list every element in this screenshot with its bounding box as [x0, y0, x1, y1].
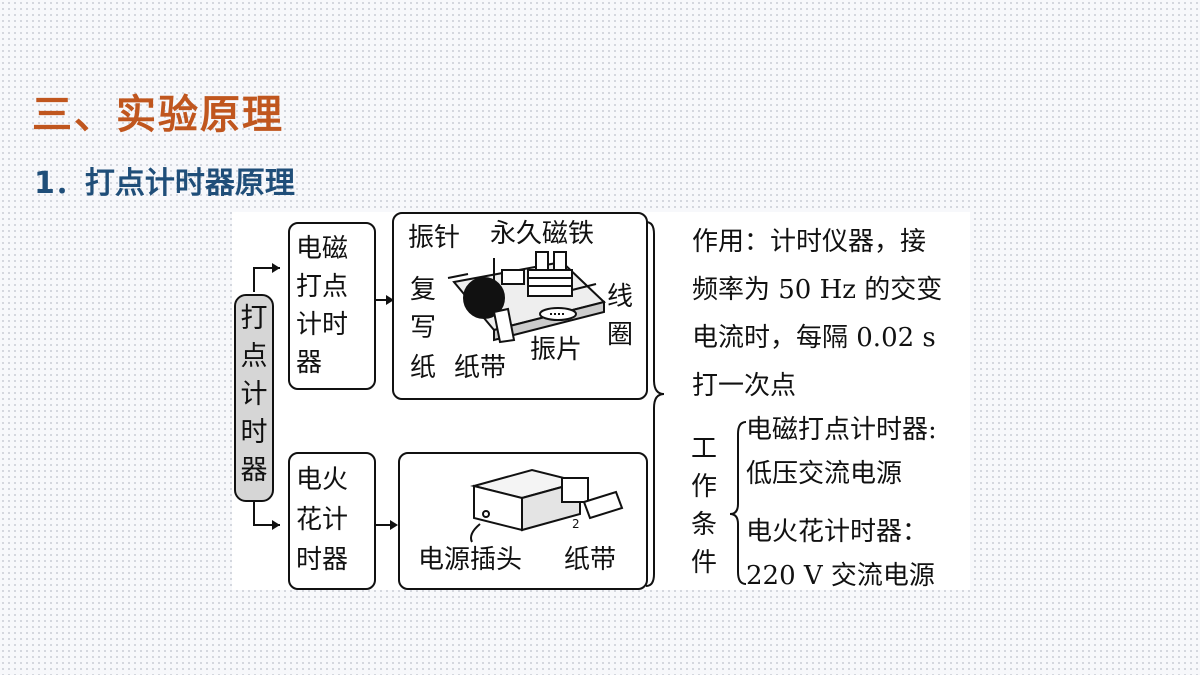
root-node-box [234, 294, 274, 502]
section-heading: 三、实验原理 [32, 92, 284, 138]
electromagnetic-image-box [392, 212, 648, 400]
function-line-3: 电流时，每隔 0.02 s [692, 323, 936, 353]
function-text: 作用：计时仪器，接 频率为 50 Hz 的交变 电流时，每隔 0.02 s 打一… [692, 218, 942, 410]
label-carbon-3: 纸 [410, 353, 437, 383]
label-tape: 纸带 [454, 353, 507, 383]
spark-timer-illustration: 2 [470, 468, 624, 543]
label-reed: 振片 [530, 335, 583, 365]
label-spark-tape: 纸带 [564, 545, 617, 575]
condition-2-line-2: 220 V 交流电源 [746, 561, 935, 591]
root-node-label: 打点计时器 [240, 303, 268, 486]
label-coil: 线圈 [606, 282, 633, 350]
electromagnetic-timer-box [288, 222, 376, 390]
spark-timer-box [288, 452, 376, 590]
condition-1-line-1: 电磁打点计时器: [746, 415, 937, 445]
label-carbon-1: 复 [410, 275, 437, 305]
conditions-label: 工作条件 [690, 434, 717, 578]
subsection-heading: 1．打点计时器原理 [34, 166, 295, 201]
condition-2-line-1: 电火花计时器： [746, 517, 929, 547]
label-power-plug: 电源插头 [418, 545, 523, 575]
electromagnetic-timer-label: 电磁打点计时器 [296, 234, 349, 378]
diagram-connectors: 2 [253, 221, 747, 587]
function-line-4: 打一次点 [692, 371, 797, 401]
svg-text:2: 2 [572, 517, 580, 531]
label-magnet: 永久磁铁 [490, 219, 595, 249]
timer-principle-diagram: 2 打点计时器 电磁打点计时器 电火花计时器 振针 永久磁铁 复 写 纸 纸带 … [232, 212, 970, 591]
label-carbon-2: 写 [410, 313, 437, 343]
label-needle: 振针 [408, 223, 461, 253]
function-line-2: 频率为 50 Hz 的交变 [692, 275, 943, 305]
electromagnetic-timer-illustration [447, 251, 606, 344]
function-line-1: 作用：计时仪器，接 [692, 227, 927, 257]
condition-1-line-2: 低压交流电源 [746, 459, 903, 489]
spark-timer-label: 电火花计时器 [296, 465, 349, 575]
spark-image-box [398, 452, 648, 590]
